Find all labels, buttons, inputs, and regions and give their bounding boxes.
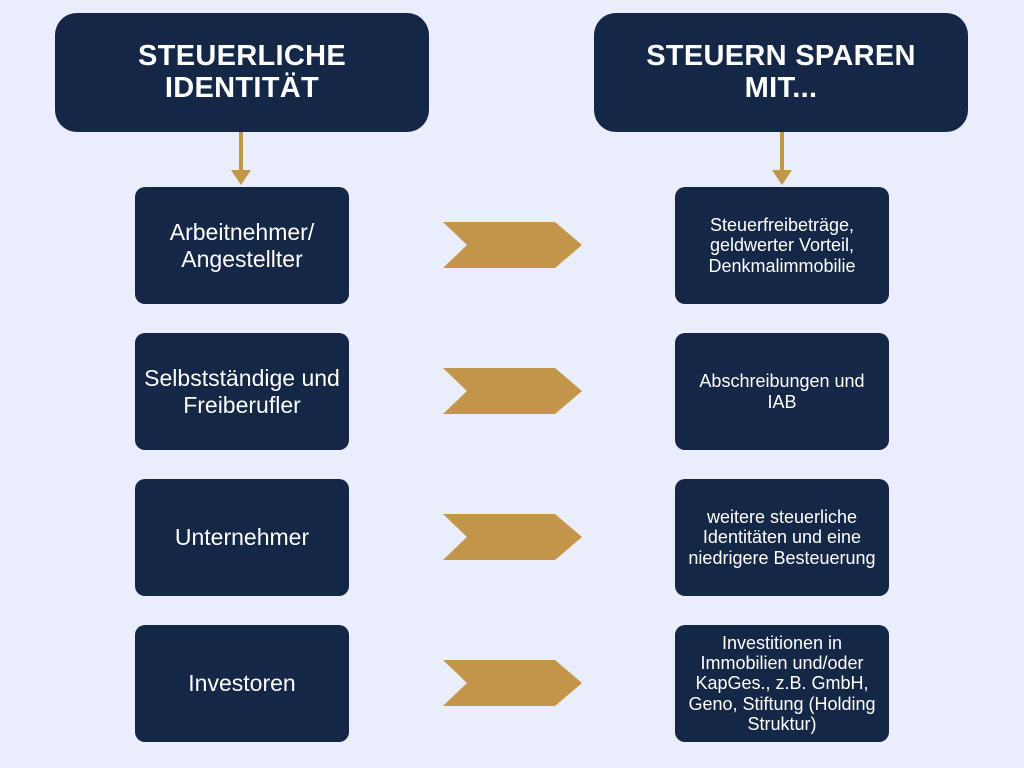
down-arrow-left-icon	[231, 132, 251, 185]
identity-label: Selbstständige und Freiberufler	[144, 365, 340, 418]
savings-box-unternehmer: weitere steuerliche Identitäten und eine…	[675, 479, 889, 596]
savings-box-investoren: Investitionen in Immobilien und/oder Kap…	[675, 625, 889, 742]
down-arrow-right-icon	[772, 132, 792, 185]
savings-box-arbeitnehmer: Steuerfreibeträge, geldwerter Vorteil, D…	[675, 187, 889, 304]
savings-label: Investitionen in Immobilien und/oder Kap…	[688, 633, 876, 734]
savings-box-selbststaendige: Abschreibungen und IAB	[675, 333, 889, 450]
chevron-arrow-icon	[443, 514, 582, 560]
header-steuerliche-identitaet: STEUERLICHE IDENTITÄT	[55, 13, 429, 132]
savings-label: Steuerfreibeträge, geldwerter Vorteil, D…	[708, 215, 856, 276]
header-left-label: STEUERLICHE IDENTITÄT	[138, 39, 346, 104]
chevron-arrow-icon	[443, 222, 582, 268]
savings-label: weitere steuerliche Identitäten und eine…	[688, 507, 876, 568]
identity-box-unternehmer: Unternehmer	[135, 479, 349, 596]
header-steuern-sparen: STEUERN SPAREN MIT...	[594, 13, 968, 132]
identity-label: Arbeitnehmer/ Angestellter	[169, 219, 315, 272]
identity-label: Investoren	[188, 670, 296, 697]
chevron-arrow-icon	[443, 368, 582, 414]
identity-box-selbststaendige: Selbstständige und Freiberufler	[135, 333, 349, 450]
identity-box-arbeitnehmer: Arbeitnehmer/ Angestellter	[135, 187, 349, 304]
identity-label: Unternehmer	[174, 524, 310, 551]
identity-box-investoren: Investoren	[135, 625, 349, 742]
header-right-label: STEUERN SPAREN MIT...	[646, 39, 916, 104]
savings-label: Abschreibungen und IAB	[699, 371, 865, 412]
chevron-arrow-icon	[443, 660, 582, 706]
